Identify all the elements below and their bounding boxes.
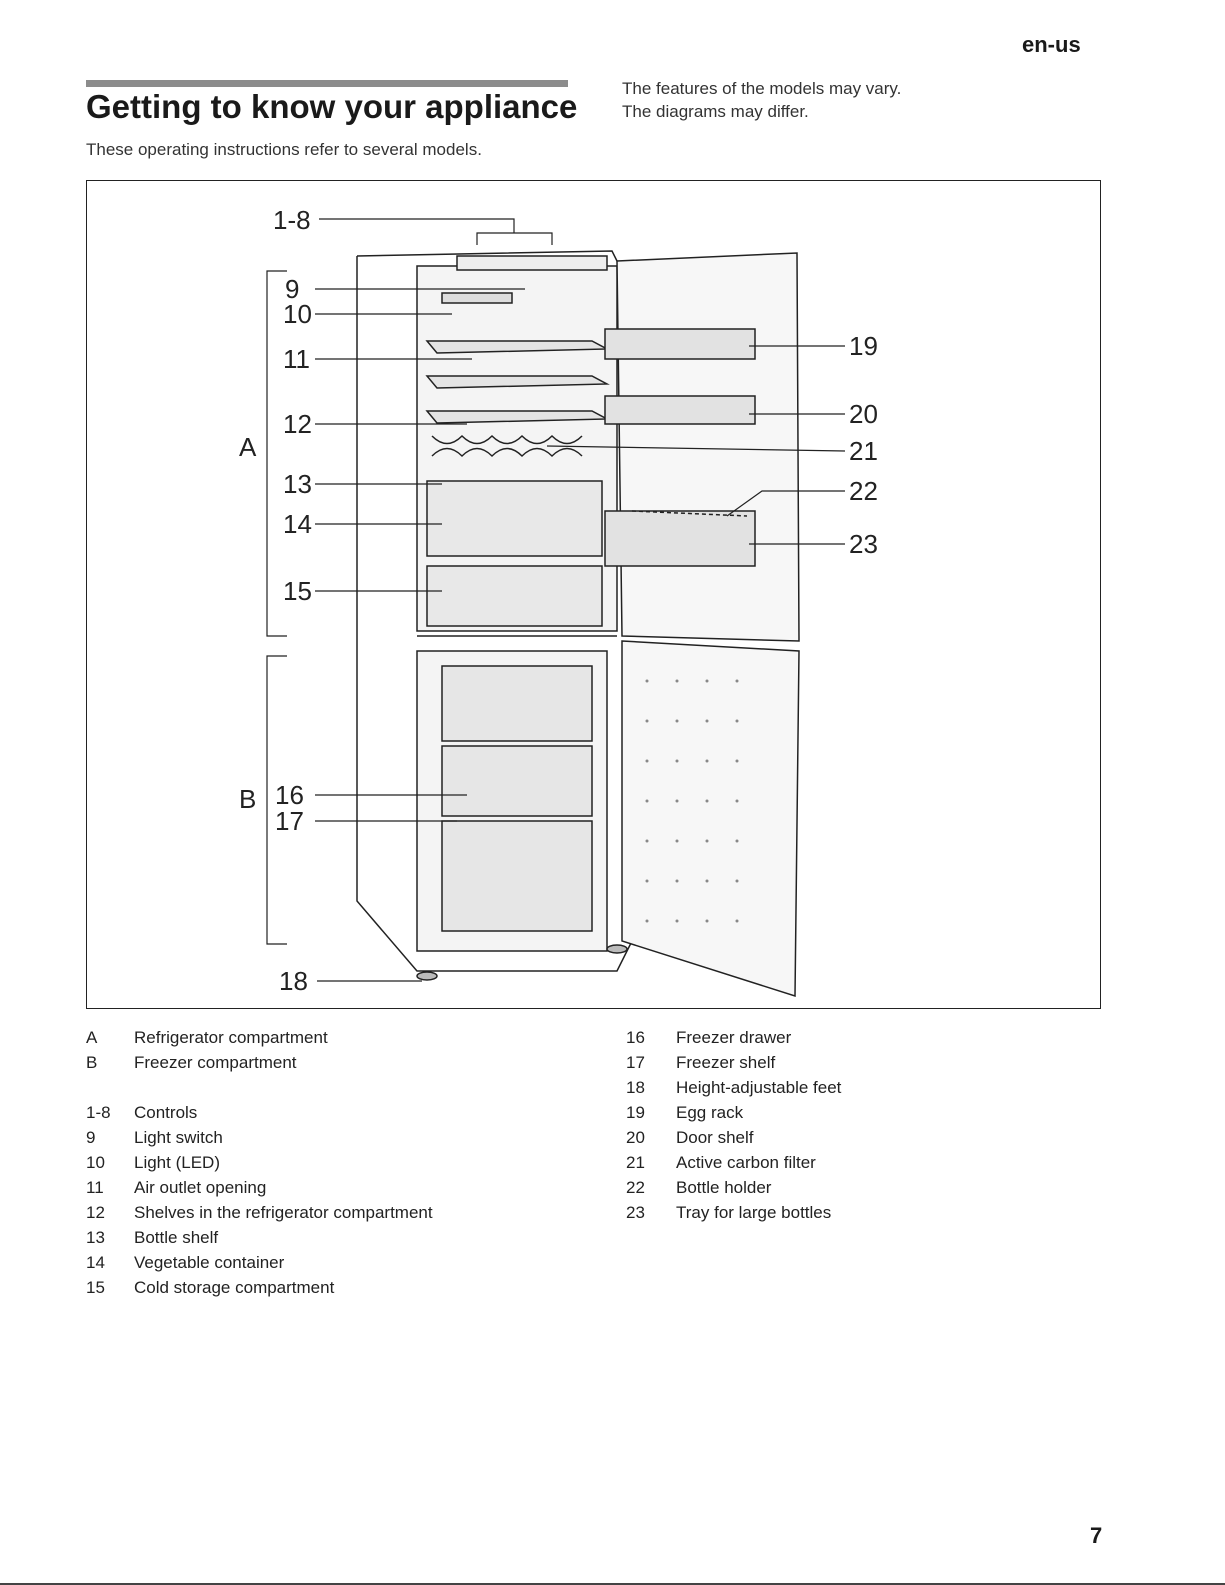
doors (604, 252, 800, 998)
callout-1-8: 1-8 (273, 205, 311, 235)
callout-15: 15 (283, 576, 312, 606)
appliance-diagram: 1-8 9 10 11 12 13 14 15 16 17 18 19 20 2… (86, 180, 1101, 1009)
callout-23: 23 (849, 529, 878, 559)
callout-11: 11 (283, 344, 310, 374)
page-title: Getting to know your appliance (86, 88, 578, 125)
callout-9: 9 (285, 274, 299, 304)
callout-18: 18 (279, 966, 308, 996)
callout-A: A (239, 432, 257, 462)
fridge-illustration: 1-8 9 10 11 12 13 14 15 16 17 18 19 20 2… (239, 205, 878, 998)
language-code: en-us (1022, 32, 1081, 57)
callout-10: 10 (283, 299, 312, 329)
model-note-line-1: The features of the models may vary. (622, 79, 902, 98)
callout-20: 20 (849, 399, 878, 429)
callout-22: 22 (849, 476, 878, 506)
model-note-line-2: The diagrams may differ. (622, 102, 809, 121)
title-rule (86, 80, 568, 87)
page-number: 7 (1090, 1523, 1103, 1548)
callout-14: 14 (283, 509, 312, 539)
cabinet (356, 250, 633, 981)
callout-13: 13 (283, 469, 312, 499)
callout-B: B (239, 784, 256, 814)
leader-lines (266, 218, 846, 982)
callout-19: 19 (849, 331, 878, 361)
bottom-divider (0, 1583, 1225, 1585)
freezer-door-pattern (645, 679, 739, 923)
callout-17: 17 (275, 806, 304, 836)
callout-16: 16 (275, 780, 304, 810)
callout-21: 21 (849, 436, 878, 466)
callout-12: 12 (283, 409, 312, 439)
page-subtitle: These operating instructions refer to se… (86, 140, 482, 159)
